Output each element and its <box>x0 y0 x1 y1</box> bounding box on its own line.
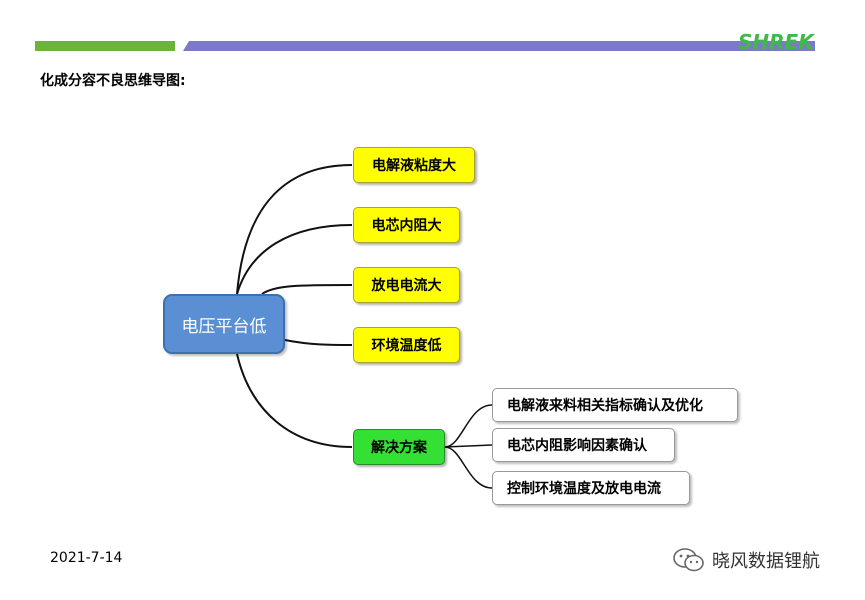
page-title: 化成分容不良思维导图: <box>40 73 186 89</box>
wechat-icon <box>673 548 704 572</box>
cause-node-discharge-current: 放电电流大 <box>353 267 460 303</box>
connector-root-cause-2 <box>236 224 353 295</box>
measure-node-electrolyte: 电解液来料相关指标确认及优化 <box>492 388 738 422</box>
cause-node-electrolyte-viscosity: 电解液粘度大 <box>353 147 475 183</box>
watermark: 晓风数据锂航 <box>672 547 820 573</box>
connector-solution-measure-3 <box>444 446 493 489</box>
cause-node-ambient-temperature: 环境温度低 <box>353 327 460 363</box>
watermark-text: 晓风数据锂航 <box>712 551 820 572</box>
mindmap-root-node: 电压平台低 <box>163 294 285 354</box>
header-stripe <box>35 41 815 51</box>
footer-date: 2021-7-14 <box>50 550 123 566</box>
header-stripe-green <box>35 41 175 51</box>
connector-solution-measure-2 <box>444 444 493 448</box>
company-logo: SHREK <box>738 30 814 54</box>
measure-node-resistance: 电芯内阻影响因素确认 <box>492 428 675 462</box>
connector-solution-measure-1 <box>444 404 493 448</box>
cause-node-cell-resistance: 电芯内阻大 <box>353 207 460 243</box>
solution-node: 解决方案 <box>353 429 445 465</box>
connector-root-solution <box>236 353 353 448</box>
connector-root-cause-3 <box>261 284 353 295</box>
measure-node-temperature-current: 控制环境温度及放电电流 <box>492 471 690 505</box>
header-stripe-purple <box>183 41 815 51</box>
connector-root-cause-1 <box>236 164 353 295</box>
connector-root-cause-4 <box>284 339 353 346</box>
